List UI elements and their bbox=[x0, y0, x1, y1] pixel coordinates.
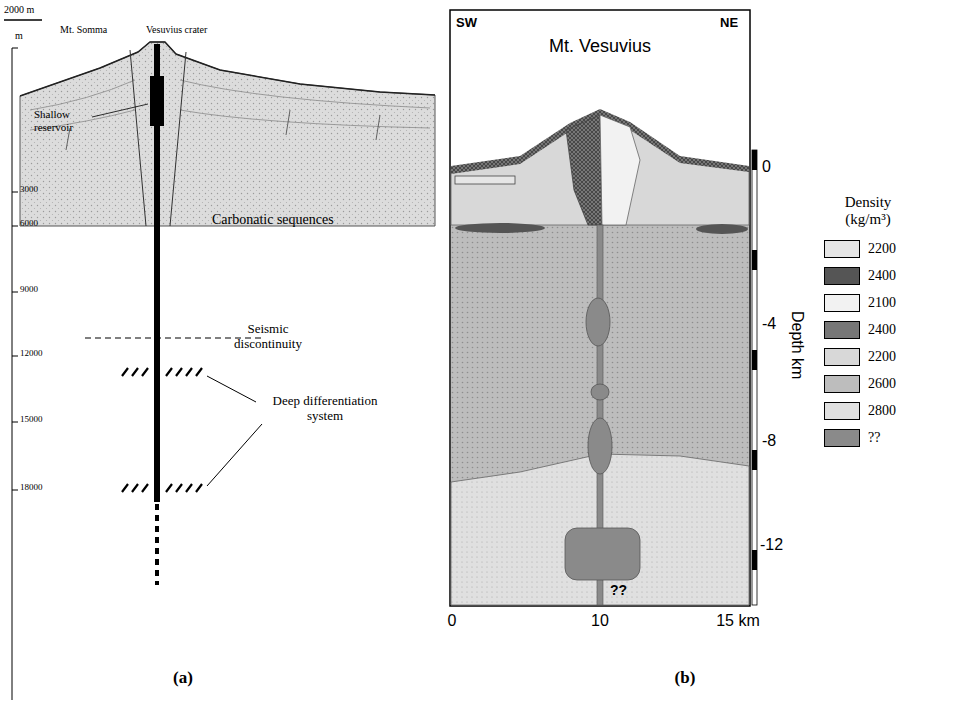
legend-swatch bbox=[824, 240, 860, 258]
depth-tick: 15000 bbox=[20, 414, 43, 424]
depth-tick: -4 bbox=[762, 315, 776, 333]
distance-tick: 0 bbox=[448, 612, 457, 630]
place-name: Mt. Somma bbox=[60, 24, 107, 36]
depth-tick: 18000 bbox=[20, 482, 43, 492]
structure-label: Seismic discontinuity bbox=[218, 322, 318, 352]
direction-label: SW bbox=[456, 16, 477, 31]
legend-swatch bbox=[824, 348, 860, 366]
legend-swatch bbox=[824, 429, 860, 447]
place-name: Vesuvius crater bbox=[146, 24, 207, 36]
depth-tick: 12000 bbox=[20, 348, 43, 358]
panel-b bbox=[450, 10, 757, 606]
depth-tick: -12 bbox=[760, 536, 783, 554]
structure-label: Shallow reservoir bbox=[34, 108, 94, 133]
depth-tick: 0 bbox=[762, 158, 771, 176]
legend-text: 2400 bbox=[868, 268, 896, 284]
axis-title: Depth km bbox=[788, 311, 806, 379]
unknown-marker: ?? bbox=[610, 582, 627, 598]
legend-title: Density (kg/m³) bbox=[823, 194, 913, 229]
scale-label: 2000 m bbox=[4, 4, 34, 16]
legend-swatch bbox=[824, 402, 860, 420]
panel-caption: (a) bbox=[173, 668, 193, 688]
structure-label: Deep differentiation system bbox=[260, 394, 390, 424]
legend-text: 2100 bbox=[868, 295, 896, 311]
legend-text: 2400 bbox=[868, 322, 896, 338]
legend-text: ?? bbox=[868, 430, 880, 446]
depth-tick: -8 bbox=[762, 432, 776, 450]
distance-tick: 15 km bbox=[716, 612, 760, 630]
depth-tick: 3000 bbox=[20, 184, 38, 194]
axis-unit: m bbox=[15, 30, 23, 42]
legend-text: 2200 bbox=[868, 349, 896, 365]
panel-caption: (b) bbox=[675, 668, 696, 688]
depth-tick: 6000 bbox=[20, 218, 38, 228]
distance-tick: 10 bbox=[591, 612, 609, 630]
panel-a bbox=[4, 20, 435, 700]
legend-swatch bbox=[824, 294, 860, 312]
legend-text: 2200 bbox=[868, 241, 896, 257]
direction-label: NE bbox=[720, 16, 738, 31]
legend-text: 2800 bbox=[868, 403, 896, 419]
differentiation-marks bbox=[122, 368, 202, 492]
legend-text: 2600 bbox=[868, 376, 896, 392]
place-name: Mt. Vesuvius bbox=[549, 36, 651, 57]
depth-scale-bar bbox=[752, 150, 757, 605]
legend-swatch bbox=[824, 321, 860, 339]
layer-label: Carbonatic sequences bbox=[212, 212, 334, 228]
legend-swatch bbox=[824, 375, 860, 393]
legend-swatch bbox=[824, 267, 860, 285]
depth-tick: 9000 bbox=[20, 284, 38, 294]
